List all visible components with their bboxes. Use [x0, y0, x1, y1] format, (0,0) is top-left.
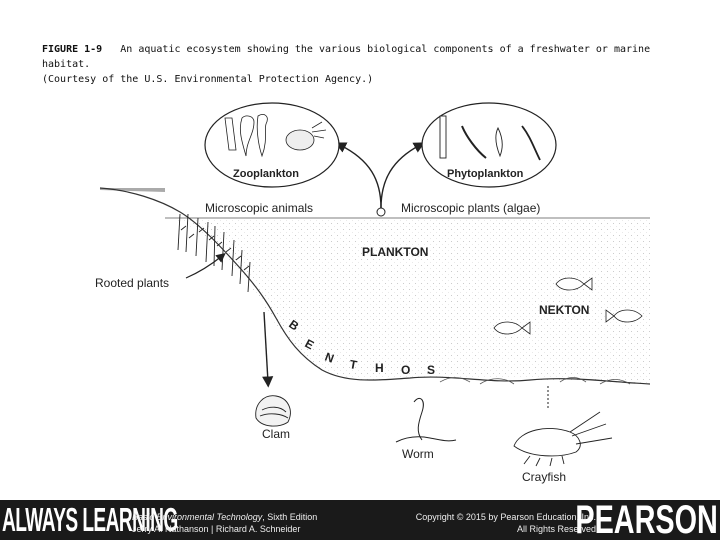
copyright-notice: Copyright © 2015 by Pearson Education, I… — [416, 511, 596, 535]
phytoplankton-bubble — [421, 102, 557, 188]
book-authors: Jerry A. Nathanson | Richard A. Schneide… — [132, 524, 301, 534]
caption-credit: (Courtesy of the U.S. Environmental Prot… — [42, 74, 374, 85]
arrow-to-phytoplankton — [380, 142, 425, 209]
figure-label: FIGURE 1-9 — [42, 44, 103, 55]
clam-label: Clam — [262, 427, 290, 441]
crayfish-illustration — [513, 411, 613, 467]
arrow-to-clam — [262, 311, 274, 388]
bottom-profile — [99, 187, 651, 385]
zooplankton-label: Zooplankton — [233, 168, 299, 180]
footer-bar: ALWAYS LEARNING Basic Environmental Tech… — [0, 500, 720, 540]
rights-text: All Rights Reserved — [516, 524, 596, 534]
benthos-letter: T — [348, 357, 358, 372]
nekton-label: NEKTON — [539, 303, 589, 317]
phytoplankton-label: Phytoplankton — [447, 168, 524, 180]
copyright-text: Copyright © 2015 by Pearson Education, I… — [415, 512, 596, 522]
benthos-letter: S — [427, 363, 435, 377]
worm-illustration — [395, 397, 457, 443]
rooted-plants-group — [177, 213, 251, 293]
pearson-logo: PEARSON — [575, 498, 718, 542]
book-credit: Basic Environmental Technology, Sixth Ed… — [132, 511, 317, 535]
crayfish-label: Crayfish — [522, 470, 566, 484]
zooplankton-organisms — [224, 114, 327, 158]
aquatic-ecosystem-diagram: Zooplankton Phytoplankton Microscopic an… — [95, 102, 651, 484]
water-body — [165, 218, 650, 385]
benthos-letter: H — [375, 361, 384, 375]
rooted-plants-label: Rooted plants — [95, 276, 169, 290]
benthos-letter: O — [401, 363, 410, 377]
figure-caption: FIGURE 1-9 An aquatic ecosystem showing … — [42, 42, 692, 87]
caption-text: An aquatic ecosystem showing the various… — [42, 44, 651, 70]
phytoplankton-organisms — [439, 115, 541, 161]
book-title: Basic Environmental Technology — [132, 512, 263, 522]
plankton-label: PLANKTON — [362, 245, 428, 259]
zooplankton-bubble — [204, 102, 340, 188]
microscopic-animals-label: Microscopic animals — [205, 201, 313, 215]
always-learning-logo: ALWAYS LEARNING — [2, 501, 178, 538]
sediment-texture — [439, 377, 631, 385]
shore-edge — [100, 188, 165, 192]
arrow-to-zooplankton — [334, 142, 382, 209]
clam-illustration — [255, 395, 291, 427]
rooted-plants-arrow — [185, 253, 226, 279]
book-edition: , Sixth Edition — [262, 512, 318, 522]
worm-label: Worm — [402, 447, 434, 461]
microscopic-plants-label: Microscopic plants (algae) — [401, 201, 540, 215]
plankton-node — [376, 207, 386, 217]
nekton-fish-group — [493, 277, 643, 335]
